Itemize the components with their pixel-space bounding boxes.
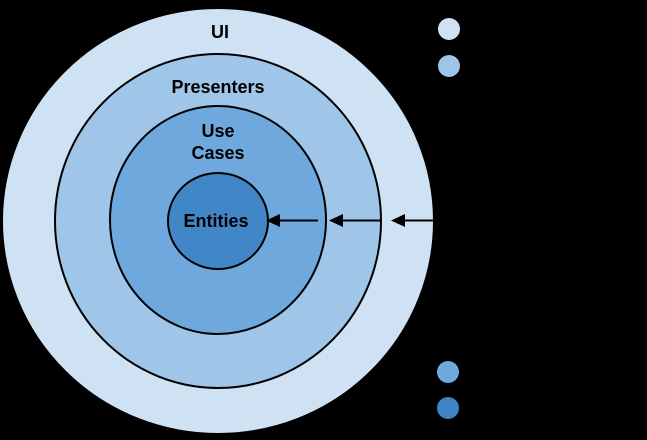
legend-dot-ui [438,18,460,40]
inward-arrow-icon [391,214,435,227]
ring-label-use-cases-line2: Cases [191,143,244,163]
ring-label-use-cases-line1: Use [201,121,234,141]
ring-label-use-cases: Use Cases [191,121,244,163]
legend-dot-use-cases [437,361,459,383]
dependency-arrows [266,214,435,227]
legend-dot-entities [437,397,459,419]
legend-dot-presenters [438,55,460,77]
legend-dots [437,18,460,419]
ring-label-entities: Entities [183,211,248,231]
inward-arrow-icon [329,214,380,227]
ring-label-ui: UI [211,22,229,42]
ring-label-presenters: Presenters [171,77,264,97]
inward-arrow-icon [266,214,318,227]
